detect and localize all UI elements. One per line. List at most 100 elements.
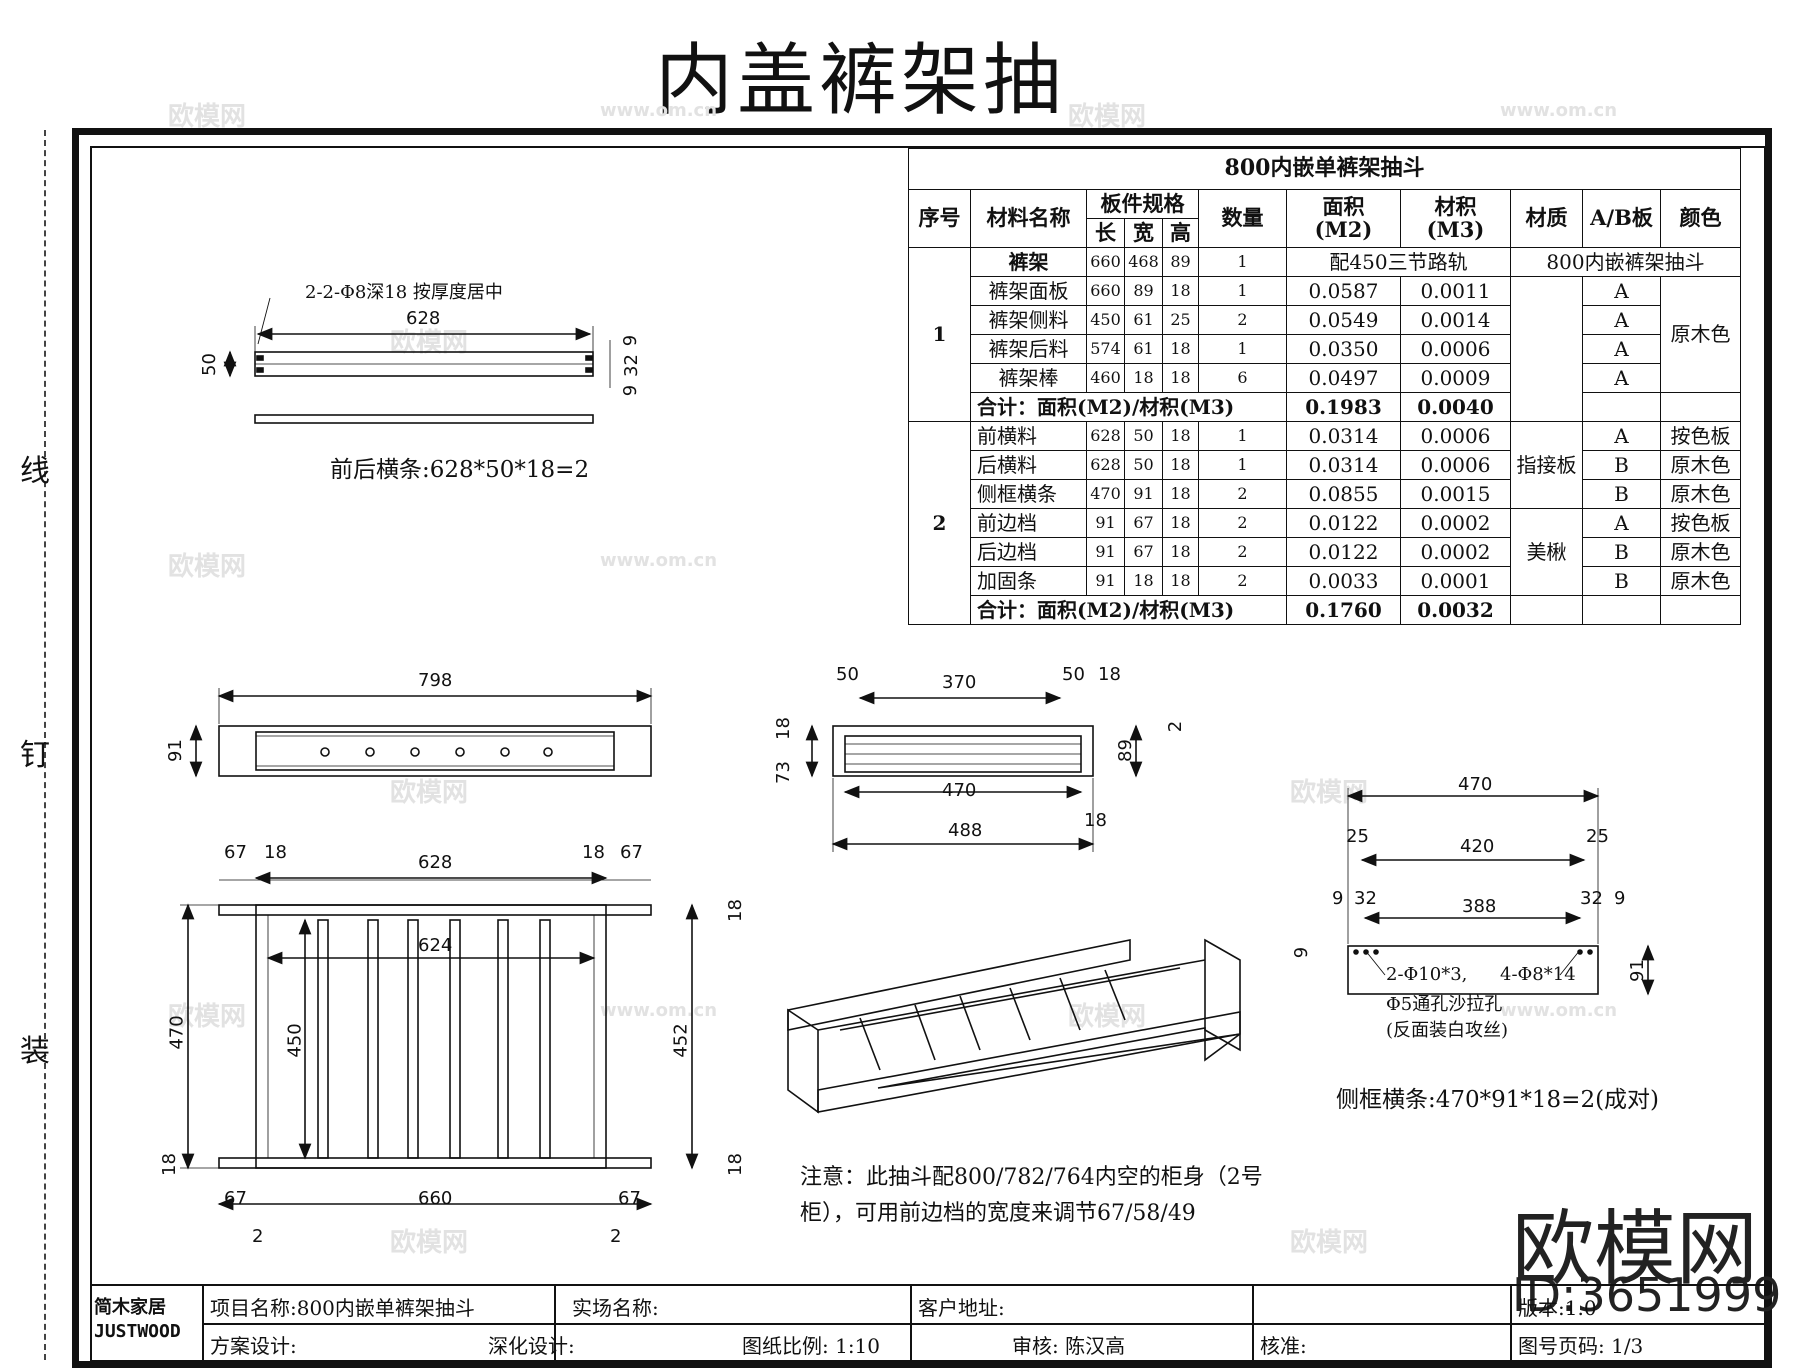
cell-qty: 1 xyxy=(1198,334,1287,364)
hole-note: 4-Φ8*14 xyxy=(1500,964,1576,985)
site-name: 实场名称: xyxy=(572,1296,659,1320)
cell-len: 628 xyxy=(1086,421,1125,451)
cell-vol: 0.0002 xyxy=(1400,508,1511,538)
table-row: 侧框横条 470 91 18 2 0.0855 0.0015 B 原木色 xyxy=(909,479,1741,509)
title-block-divider xyxy=(1510,1286,1512,1362)
cell-ab: A xyxy=(1582,508,1661,538)
watermark-id: ID:3651999 xyxy=(1512,1268,1782,1322)
cell-qty: 6 xyxy=(1198,363,1287,393)
dim-label: 9 xyxy=(620,384,642,397)
watermark-text: 欧模网 xyxy=(1068,1002,1147,1032)
cell-wid: 18 xyxy=(1124,363,1163,393)
cell-label: 800内嵌裤架抽斗 xyxy=(1510,247,1741,277)
cell-vol: 0.0014 xyxy=(1400,305,1511,335)
cell-area: 0.0549 xyxy=(1286,305,1401,335)
inner-frame xyxy=(90,146,1766,1362)
front-panel-drawing xyxy=(189,688,653,778)
cell-hgt: 89 xyxy=(1162,247,1199,277)
logo-text-en: JUSTWOOD xyxy=(94,1321,181,1342)
company-logo: 简木家居 JUSTWOOD xyxy=(94,1296,181,1344)
dim-label: 32 xyxy=(1580,888,1603,909)
cell-color: 原木色 xyxy=(1660,537,1741,567)
cell-wid: 50 xyxy=(1124,450,1163,480)
dim-label: 32 xyxy=(1354,888,1377,909)
binding-margin-line xyxy=(44,130,46,1360)
th-mat: 材质 xyxy=(1510,189,1583,248)
client-address: 客户地址: xyxy=(918,1296,1005,1320)
cell-empty xyxy=(1582,392,1661,422)
scheme-design: 方案设计: xyxy=(210,1334,297,1358)
cell-seq: 2 xyxy=(908,421,971,625)
cell-empty xyxy=(1660,595,1741,625)
cell-qty: 1 xyxy=(1198,276,1287,306)
dim-label: 89 xyxy=(1114,739,1136,762)
cell-vol: 0.0015 xyxy=(1400,479,1511,509)
dim-label: 660 xyxy=(418,1188,453,1209)
dim-label: 67 xyxy=(618,1188,641,1209)
cell-wid: 89 xyxy=(1124,276,1163,306)
dim-label: 9 xyxy=(620,334,642,347)
material-table: 800内嵌单裤架抽斗 序号 材料名称 板件规格 数量 面积 (M2) 材积 (M… xyxy=(908,148,1741,625)
cell-len: 660 xyxy=(1086,276,1125,306)
dim-label: 628 xyxy=(406,308,441,329)
side-view-drawing xyxy=(805,691,1143,852)
cell-mat xyxy=(1510,276,1583,422)
dim-label: 470 xyxy=(166,1015,188,1050)
dim-label: 2 xyxy=(1165,720,1187,733)
version: 版本:1.0 xyxy=(1518,1296,1597,1320)
cell-hgt: 18 xyxy=(1162,537,1199,567)
cell-total-label: 合计：面积(M2)/材积(M3) xyxy=(970,392,1287,422)
cell-hgt: 18 xyxy=(1162,334,1199,364)
dim-label: 67 xyxy=(620,842,643,863)
title-block-divider xyxy=(1252,1286,1254,1362)
cell-qty: 2 xyxy=(1198,305,1287,335)
cell-len: 460 xyxy=(1086,363,1125,393)
deep-design: 深化设计: xyxy=(488,1334,575,1358)
watermark-text: 欧模网 xyxy=(168,552,247,582)
cell-ab: B xyxy=(1582,537,1661,567)
usage-note: 注意：此抽斗配800/782/764内空的柜身（2号柜），可用前边档的宽度来调节… xyxy=(800,1165,1263,1226)
hole-note: 2-2-Φ8深18 按厚度居中 xyxy=(305,282,503,303)
cell-vol: 0.0006 xyxy=(1400,421,1511,451)
title-block-divider xyxy=(202,1286,204,1362)
dim-label: 18 xyxy=(724,1153,746,1176)
dim-label: 67 xyxy=(224,1188,247,1209)
dim-label: 628 xyxy=(418,852,453,873)
cell-wid: 50 xyxy=(1124,421,1163,451)
dim-label: 91 xyxy=(164,739,186,762)
dim-label: 2 xyxy=(610,1226,622,1247)
table-title: 800内嵌单裤架抽斗 xyxy=(908,148,1741,190)
cell-ab: B xyxy=(1582,450,1661,480)
cell-vol: 0.0009 xyxy=(1400,363,1511,393)
cell-len: 628 xyxy=(1086,450,1125,480)
dim-label: 452 xyxy=(670,1023,692,1058)
project-name: 项目名称:800内嵌单裤架抽斗 xyxy=(210,1296,475,1320)
top-plan-drawing xyxy=(180,871,699,1211)
cell-len: 450 xyxy=(1086,305,1125,335)
watermark-url: www.om.cn xyxy=(1500,100,1618,121)
cell-seq: 1 xyxy=(908,247,971,422)
th-color: 颜色 xyxy=(1660,189,1741,248)
logo-text: 简木家居 xyxy=(94,1297,166,1318)
title-block-divider xyxy=(202,1323,1764,1325)
watermark-url: www.om.cn xyxy=(1500,1000,1618,1021)
title-block-divider xyxy=(910,1286,912,1362)
cell-empty xyxy=(1582,595,1661,625)
dim-label: 624 xyxy=(418,935,453,956)
dim-label: 370 xyxy=(942,672,977,693)
title-block: 项目名称:800内嵌单裤架抽斗 实场名称: 客户地址: 版本:1.0 方案设计:… xyxy=(92,1284,1764,1362)
cell-total-area: 0.1760 xyxy=(1286,595,1401,625)
watermark-text: 欧模网 xyxy=(1290,1228,1369,1258)
table-total-row: 合计：面积(M2)/材积(M3) 0.1983 0.0040 xyxy=(909,392,1741,422)
watermark-text: 欧模网 xyxy=(390,778,469,808)
dim-label: 18 xyxy=(582,842,605,863)
cell-ab: A xyxy=(1582,363,1661,393)
dim-label: 18 xyxy=(158,1153,180,1176)
dim-label: 18 xyxy=(264,842,287,863)
cell-color: 按色板 xyxy=(1660,508,1741,538)
cell-area: 0.0855 xyxy=(1286,479,1401,509)
cell-name: 裤架 xyxy=(970,247,1087,277)
watermark-text: 欧模网 xyxy=(1068,102,1147,132)
watermark-url: www.om.cn xyxy=(600,100,718,121)
